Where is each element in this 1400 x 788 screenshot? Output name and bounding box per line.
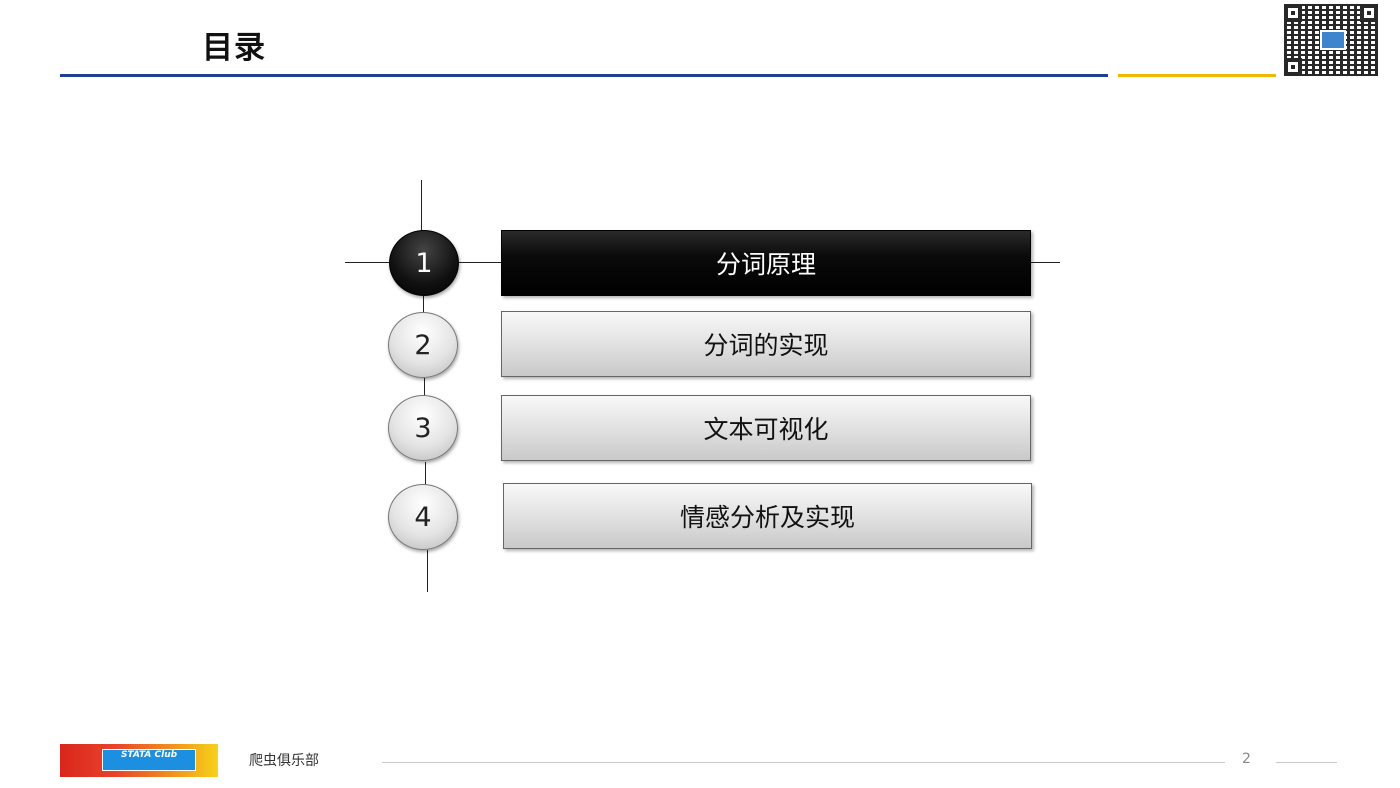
footer-logo-text: STATA Club [102, 749, 196, 771]
qr-code-icon [1284, 4, 1378, 76]
connector-top [421, 180, 422, 232]
toc-number-3: 3 [388, 395, 458, 461]
footer-club-name: 爬虫俱乐部 [249, 753, 319, 769]
stata-club-logo-icon: STATA Club [60, 744, 218, 777]
connector-mid [423, 296, 424, 314]
page-title: 目录 [202, 30, 266, 66]
toc-number-1: 1 [389, 230, 459, 296]
connector-mid [425, 462, 426, 486]
toc-number-4: 4 [388, 484, 458, 550]
header-rule-gold [1118, 74, 1276, 77]
connector-bottom [427, 550, 428, 592]
footer-rule-right [1276, 762, 1337, 763]
toc-item-1[interactable]: 分词原理 [501, 230, 1031, 296]
active-row-line-right [1030, 262, 1060, 263]
active-row-line-mid [458, 262, 502, 263]
page-number: 2 [1242, 751, 1251, 767]
footer-rule-left [382, 762, 1225, 763]
toc-item-3[interactable]: 文本可视化 [501, 395, 1031, 461]
toc-number-2: 2 [388, 312, 458, 378]
header-rule-blue [60, 74, 1108, 77]
toc-item-4[interactable]: 情感分析及实现 [503, 483, 1032, 549]
toc-item-2[interactable]: 分词的实现 [501, 311, 1031, 377]
active-row-line-left [345, 262, 389, 263]
connector-mid [424, 378, 425, 396]
